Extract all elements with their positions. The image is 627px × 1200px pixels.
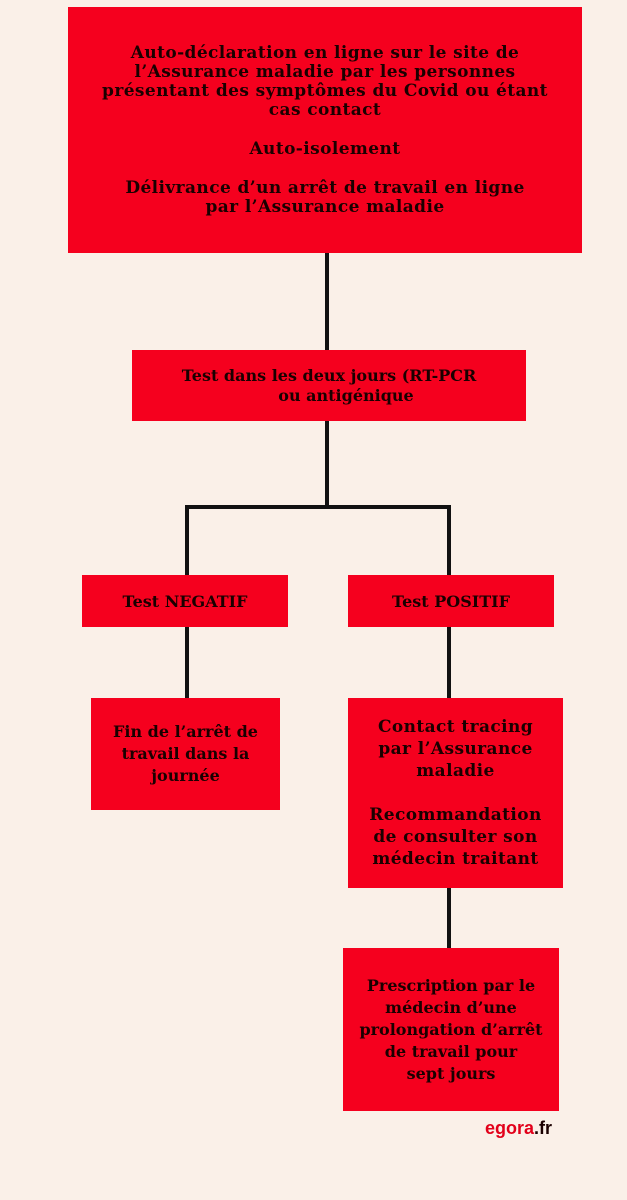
- test-positif-box: Test POSITIF: [348, 575, 554, 627]
- contact-tracing-line-3: maladie: [416, 761, 495, 781]
- recommandation-line-1: Recommandation: [369, 805, 542, 825]
- contact-tracing-line-2: par l’Assurance: [378, 739, 533, 759]
- prescription-line-3: prolongation d’arrêt: [359, 1019, 543, 1039]
- prescription-line-5: sept jours: [406, 1063, 496, 1083]
- prescription-line-2: médecin d’une: [385, 997, 517, 1017]
- egora-logo: egora.fr: [485, 1118, 552, 1139]
- contact-tracing-box: Contact tracing par l’Assurance maladie …: [348, 698, 563, 888]
- arret-travail-line-2: par l’Assurance maladie: [205, 196, 445, 217]
- auto-declaration-line-3: présentant des symptômes du Covid ou éta…: [102, 80, 548, 101]
- test-negatif-box: Test NEGATIF: [82, 575, 288, 627]
- recommandation-line-2: de consulter son: [373, 827, 538, 847]
- fin-arret-box: Fin de l’arrêt de travail dans la journé…: [91, 698, 280, 810]
- connector-prescription: [447, 888, 451, 948]
- prescription-line-1: Prescription par le: [366, 975, 536, 995]
- auto-declaration-line-4: cas contact: [268, 99, 382, 120]
- arret-travail-line-1: Délivrance d’un arrêt de travail en lign…: [125, 177, 525, 198]
- connector-left-down: [185, 505, 189, 575]
- test-positif-label: Test POSITIF: [392, 591, 510, 611]
- auto-declaration-line-2: l’Assurance maladie par les personnes: [134, 61, 516, 82]
- connector-positif: [447, 627, 451, 698]
- prescription-box: Prescription par le médecin d’une prolon…: [343, 948, 559, 1111]
- test-box: Test dans les deux jours (RT-PCR ou anti…: [132, 350, 526, 421]
- auto-declaration-box: Auto-déclaration en ligne sur le site de…: [68, 7, 582, 253]
- connector-branch: [185, 505, 451, 509]
- connector-1: [325, 253, 329, 350]
- test-negatif-label: Test NEGATIF: [122, 591, 248, 611]
- brand-main: egora: [484, 1118, 534, 1138]
- fin-arret-line-1: Fin de l’arrêt de: [113, 722, 258, 741]
- prescription-line-4: de travail pour: [384, 1041, 518, 1061]
- connector-negatif: [185, 627, 189, 698]
- test-line-1: Test dans les deux jours (RT-PCR: [181, 365, 477, 385]
- brand-tld: .fr: [534, 1118, 552, 1138]
- test-line-2: ou antigénique: [278, 385, 414, 405]
- fin-arret-line-3: journée: [151, 766, 220, 785]
- auto-declaration-line-1: Auto-déclaration en ligne sur le site de: [130, 42, 520, 63]
- recommandation-line-3: médecin traitant: [372, 849, 539, 869]
- contact-tracing-line-1: Contact tracing: [377, 717, 534, 737]
- fin-arret-line-2: travail dans la: [121, 744, 250, 763]
- auto-isolement-text: Auto-isolement: [249, 138, 401, 159]
- connector-2: [325, 421, 329, 507]
- connector-right-down: [447, 505, 451, 575]
